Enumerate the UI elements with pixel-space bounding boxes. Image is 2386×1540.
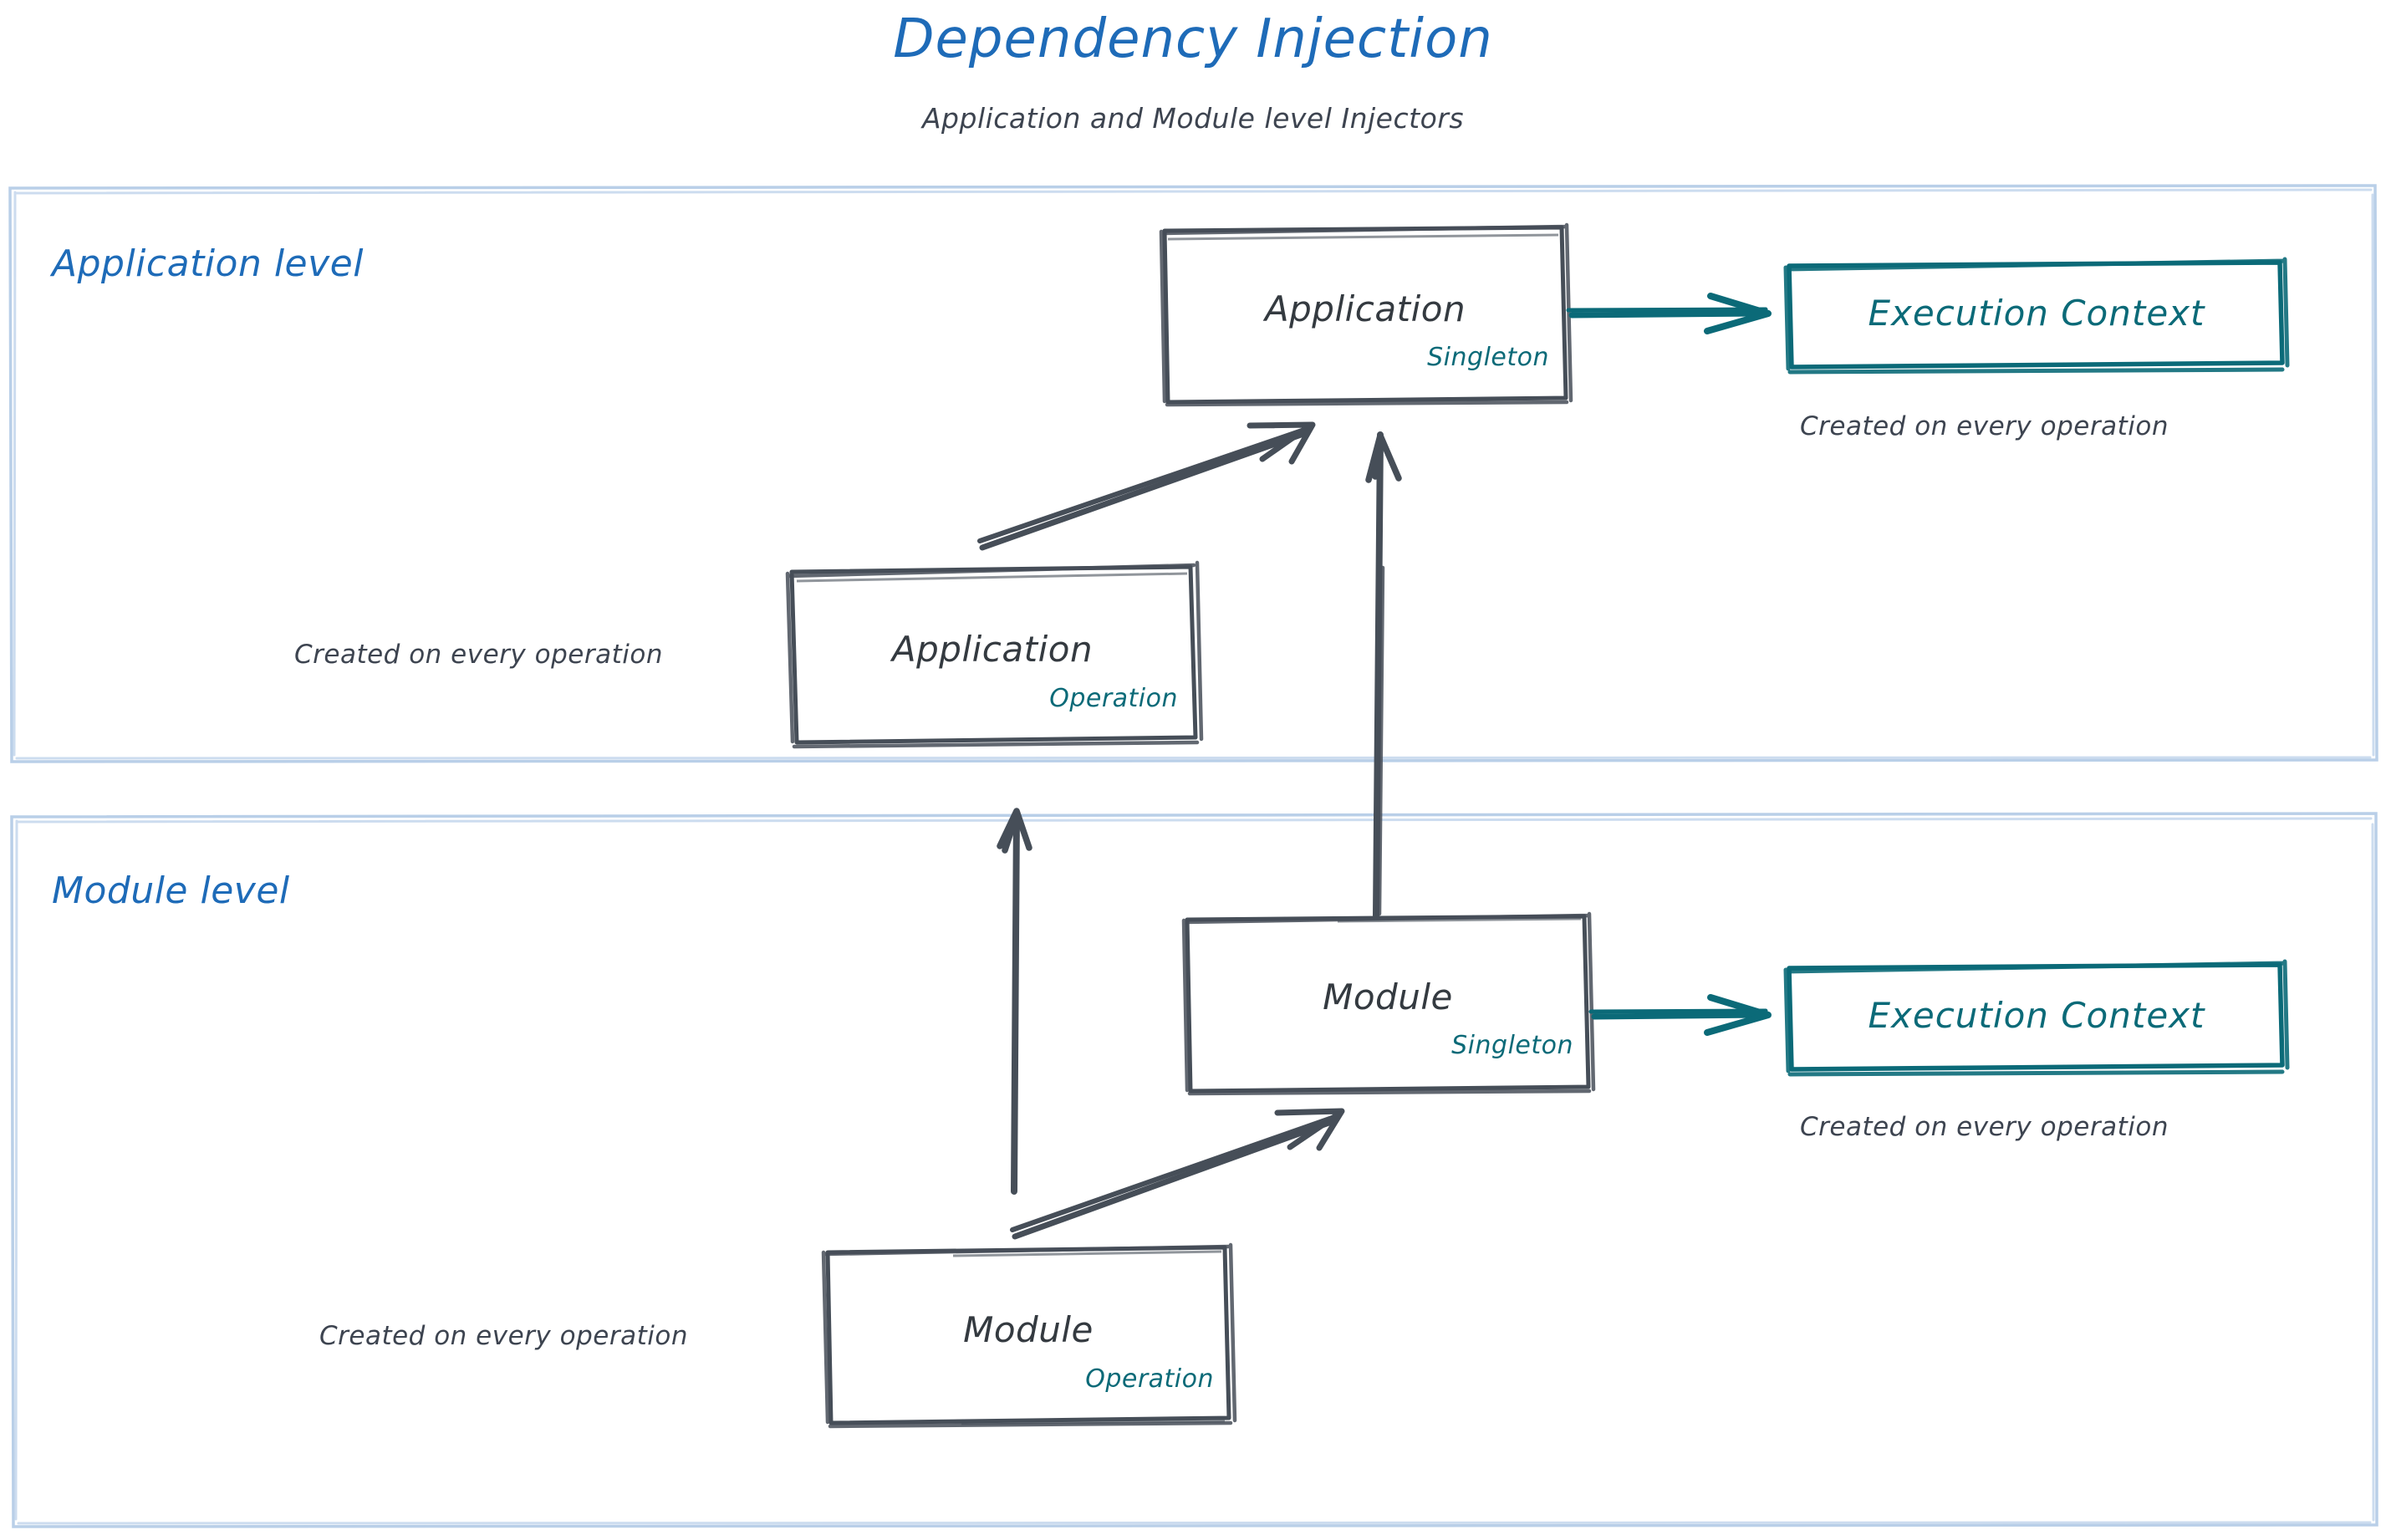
- edge-module-operation-to-module-singleton: [1010, 1108, 1345, 1240]
- node-box-module-singleton[interactable]: [1181, 911, 1596, 1096]
- panel-module-level: [10, 812, 2378, 1528]
- node-box-application-operation[interactable]: [785, 560, 1204, 749]
- node-box-application-singleton[interactable]: [1159, 222, 1573, 407]
- edge-module-singleton-to-execution-context: [1588, 994, 1772, 1036]
- edge-module-singleton-to-app-singleton: [1365, 431, 1402, 919]
- node-box-module-execution-context[interactable]: [1783, 959, 2290, 1077]
- edge-app-singleton-to-execution-context: [1566, 293, 1772, 334]
- node-box-application-execution-context[interactable]: [1783, 257, 2290, 375]
- panel-application-level: [8, 184, 2378, 763]
- node-box-module-operation[interactable]: [821, 1242, 1237, 1429]
- edge-module-operation-to-app-operation: [997, 808, 1032, 1195]
- edge-app-operation-to-app-singleton: [977, 421, 1316, 551]
